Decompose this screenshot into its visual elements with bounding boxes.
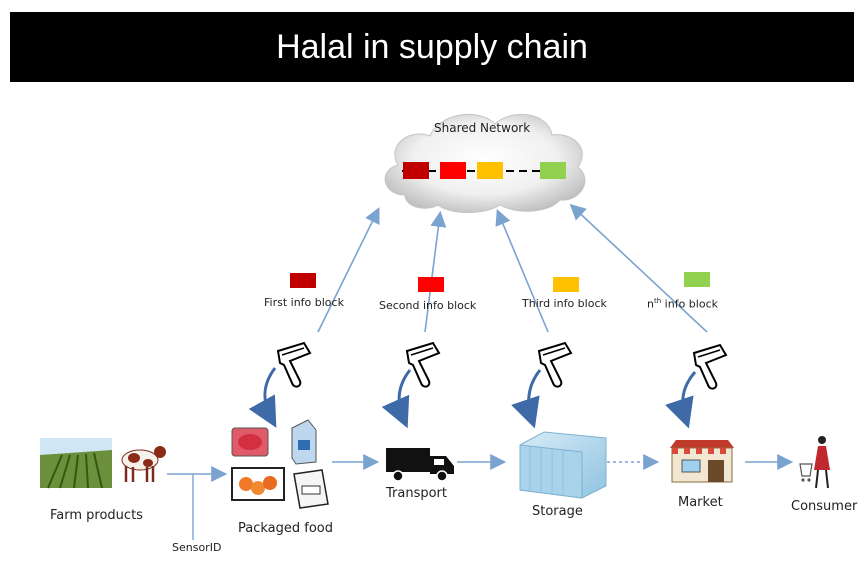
flow-arrows xyxy=(167,454,794,540)
farm-field-icon xyxy=(40,438,112,489)
upload-arrow-4 xyxy=(569,203,708,333)
cow-icon xyxy=(121,446,166,482)
info-block-2-label: Second info block xyxy=(379,299,477,312)
packaged-food-icon xyxy=(231,419,329,509)
network-label: Shared Network xyxy=(434,121,531,135)
stage-consumer-label: Consumer xyxy=(791,499,858,514)
info-block-n-sup: th xyxy=(653,297,662,305)
info-block-2-swatch xyxy=(418,277,444,292)
info-block-1-swatch xyxy=(290,273,316,288)
sensor-id-label: SensorID xyxy=(172,541,222,554)
stage-market-label: Market xyxy=(678,495,723,510)
upload-arrows xyxy=(317,203,708,333)
scan-arrow-1 xyxy=(248,367,277,428)
network-block-1 xyxy=(403,162,429,179)
info-block-3-swatch xyxy=(553,277,579,292)
info-block-n-swatch xyxy=(684,272,710,287)
network-block-3 xyxy=(477,162,503,179)
info-block-n-prefix: n xyxy=(647,297,654,311)
stage-farm-label: Farm products xyxy=(50,508,143,523)
scan-arrow-3 xyxy=(511,369,542,429)
scan-arrow-4 xyxy=(665,371,697,429)
stage-transport-label: Transport xyxy=(386,486,448,501)
scanner-icon xyxy=(537,341,573,388)
info-block-1-label: First info block xyxy=(264,296,344,309)
network-block-4 xyxy=(540,162,566,179)
scanner-icon xyxy=(692,343,728,390)
upload-arrow-1 xyxy=(317,207,380,333)
scan-arrow-2 xyxy=(381,369,412,429)
scanner-icon xyxy=(405,341,441,388)
page-title: Halal in supply chain xyxy=(276,27,588,66)
scan-arrows xyxy=(248,367,697,429)
network-block-2 xyxy=(440,162,466,179)
info-block-n-label: nth info block xyxy=(647,297,718,311)
upload-arrow-3 xyxy=(495,209,549,333)
consumer-icon xyxy=(799,436,830,489)
stage-packaged-label: Packaged food xyxy=(238,521,334,536)
stage-storage-label: Storage xyxy=(532,504,583,519)
market-icon xyxy=(670,440,734,483)
upload-arrow-2 xyxy=(424,210,447,333)
info-block-3-label: Third info block xyxy=(522,297,607,310)
scanner-icon xyxy=(276,341,312,388)
storage-icon xyxy=(519,431,607,499)
truck-icon xyxy=(386,448,454,482)
info-block-n-rest: info block xyxy=(661,297,718,311)
title-bar: Halal in supply chain xyxy=(10,12,854,82)
